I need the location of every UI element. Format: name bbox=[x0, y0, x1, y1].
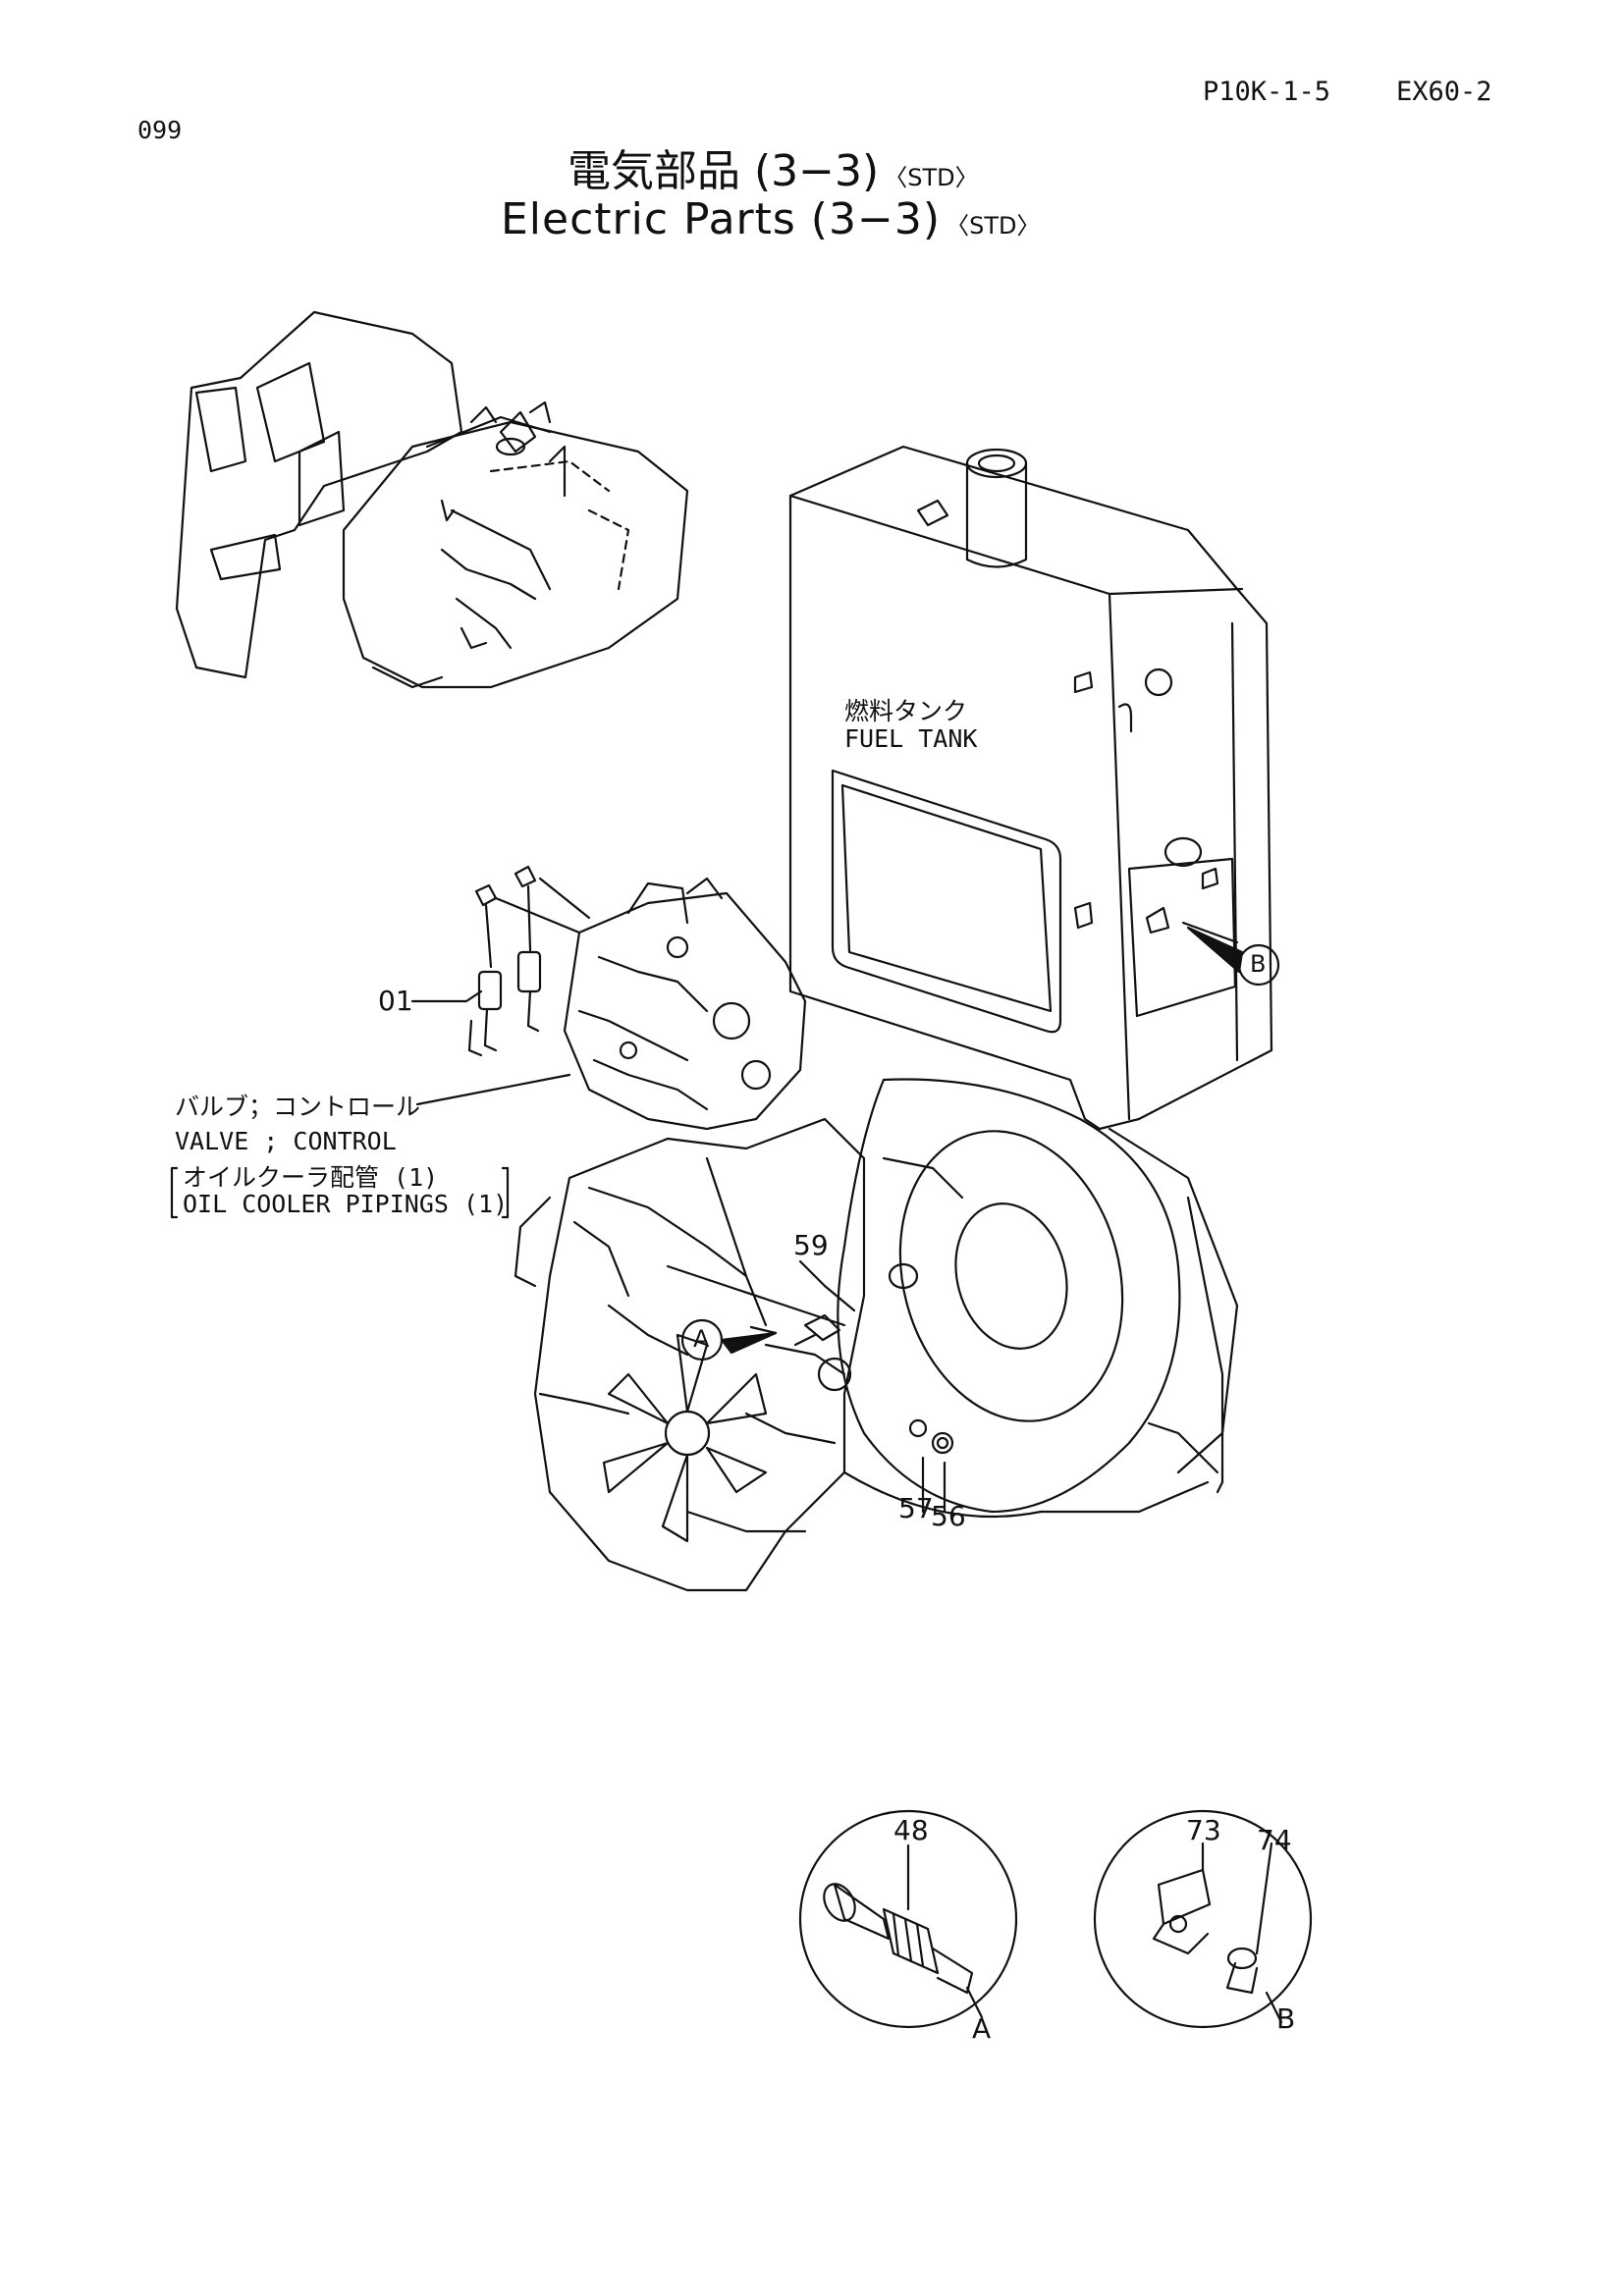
callout-a-bubble bbox=[680, 1318, 778, 1362]
fuel-tank-label-jp: 燃料タンク bbox=[844, 697, 968, 725]
valve-label-en: VALVE ; CONTROL bbox=[175, 1127, 397, 1155]
page-title-en: Electric Parts (3−3) 〈STD〉 bbox=[501, 194, 1040, 244]
fuel-tank-label-en: FUEL TANK bbox=[844, 724, 978, 753]
callout-73: 73 bbox=[1186, 1814, 1221, 1846]
fuel-tank-illustration bbox=[788, 445, 1273, 1131]
control-valve-illustration bbox=[467, 865, 807, 1131]
page-title-jp: 電気部品 (3−3) 〈STD〉 bbox=[568, 135, 979, 198]
label-bracket-left bbox=[170, 1166, 179, 1219]
title-jp-text: 電気部品 (3−3) bbox=[568, 146, 880, 196]
title-en-text: Electric Parts (3−3) bbox=[501, 194, 941, 244]
model-number: EX60-2 bbox=[1396, 77, 1492, 107]
cooling-fan-illustration bbox=[538, 1333, 768, 1543]
callout-56: 56 bbox=[931, 1500, 966, 1532]
oil-cooler-label-jp: オイルクーラ配管 (1) bbox=[183, 1163, 439, 1192]
callout-b-bubble bbox=[1186, 926, 1280, 987]
leader-lines bbox=[410, 921, 1239, 1514]
detail-a-illustration bbox=[798, 1809, 1018, 2029]
std-tag: 〈STD〉 bbox=[884, 164, 979, 191]
detail-a-label: A bbox=[972, 2012, 992, 2045]
engine-illustration bbox=[514, 1078, 1239, 1592]
detail-b-illustration bbox=[1093, 1809, 1313, 2029]
callout-74: 74 bbox=[1257, 1824, 1292, 1856]
excavator-overview-illustration bbox=[175, 310, 689, 689]
detail-b-label: B bbox=[1276, 2002, 1296, 2035]
label-bracket-right bbox=[501, 1166, 510, 1219]
callout-59: 59 bbox=[793, 1229, 829, 1261]
callout-ref-b: B bbox=[1250, 950, 1267, 978]
oil-cooler-label-en: OIL COOLER PIPINGS (1) bbox=[183, 1190, 509, 1218]
callout-ref-a: A bbox=[693, 1325, 710, 1353]
callout-01: 01 bbox=[378, 985, 413, 1017]
page-number: 099 bbox=[137, 116, 183, 144]
std-tag-en: 〈STD〉 bbox=[946, 212, 1041, 240]
sheet-number: P10K-1-5 bbox=[1203, 77, 1331, 107]
valve-label-jp: バルブ；コントロール bbox=[175, 1093, 421, 1121]
callout-57: 57 bbox=[898, 1492, 934, 1524]
callout-48: 48 bbox=[893, 1814, 929, 1846]
